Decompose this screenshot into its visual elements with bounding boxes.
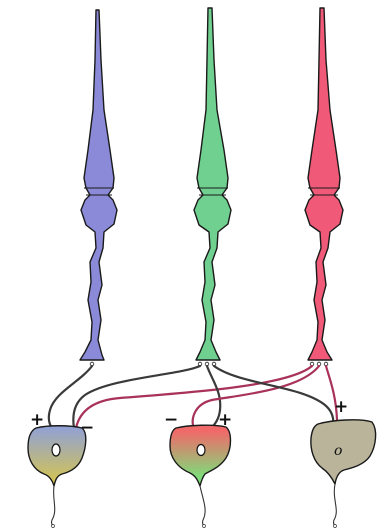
sign-left-plus: + — [30, 410, 44, 430]
red-cone — [305, 8, 343, 360]
nucleus-right-label: o — [334, 443, 342, 459]
axon-mid — [200, 486, 205, 526]
nucleus-left — [52, 444, 60, 456]
nucleus-mid — [197, 445, 205, 456]
sign-mid-plus: + — [218, 410, 232, 430]
cone-terminals — [90, 362, 328, 366]
blue-cone — [80, 10, 117, 360]
sign-mid-minus: − — [164, 410, 178, 430]
green-cone — [194, 8, 231, 360]
ganglion-cell-luminance: o — [311, 420, 376, 528]
axon-left — [52, 486, 55, 526]
ganglion-cell-blue-yellow — [28, 426, 86, 528]
sign-right-plus: + — [334, 397, 348, 417]
axon-right — [334, 484, 337, 526]
sign-left-minus: − — [80, 418, 94, 438]
ganglion-cell-red-green — [170, 425, 231, 527]
